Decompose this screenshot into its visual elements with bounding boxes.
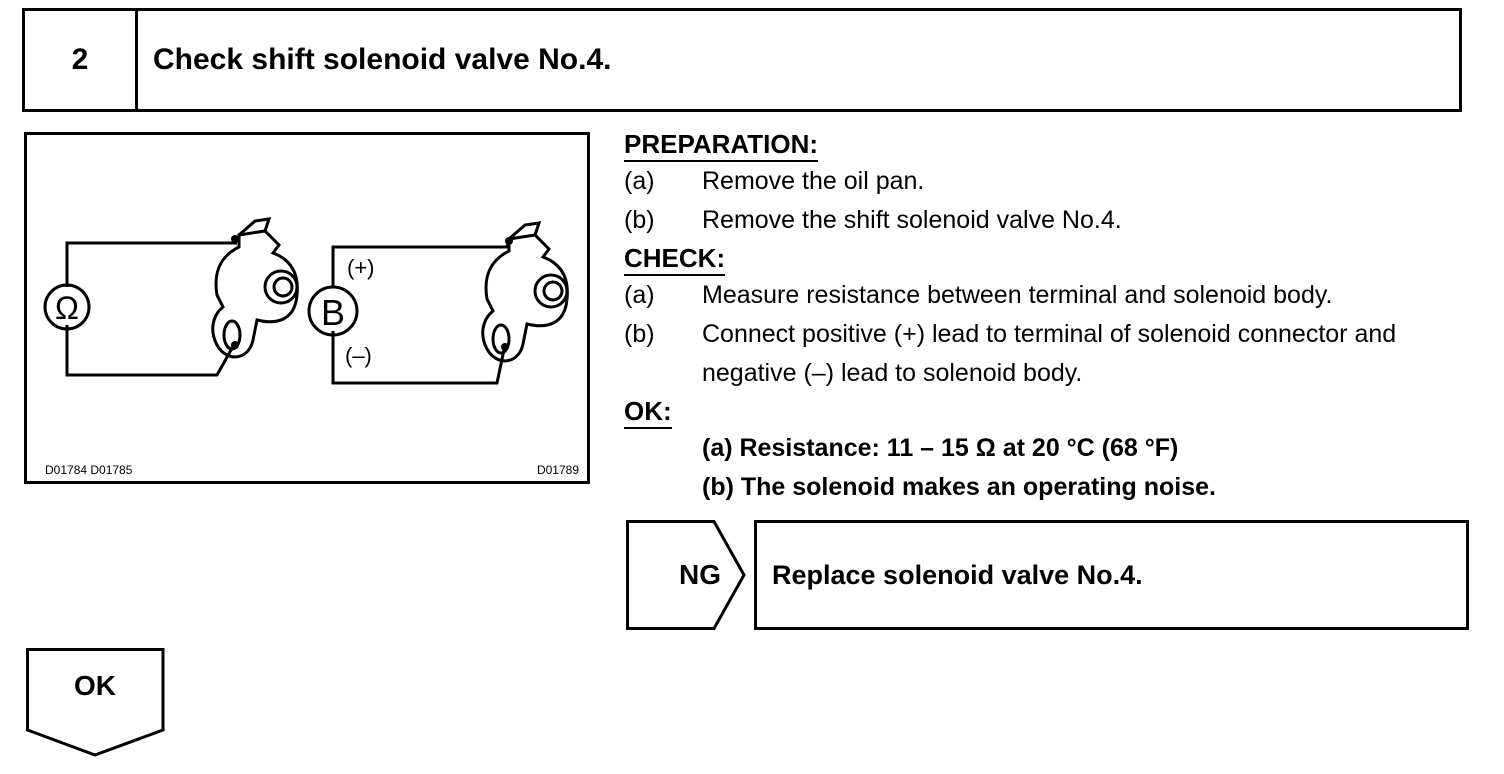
step-number: 2 bbox=[25, 11, 138, 109]
item-text: Measure resistance between terminal and … bbox=[702, 281, 1333, 309]
item-text: Remove the oil pan. bbox=[702, 167, 925, 195]
check-item: (b) Connect positive (+) lead to termina… bbox=[624, 315, 1484, 393]
check-item: (a) Measure resistance between terminal … bbox=[624, 276, 1484, 315]
ohmmeter-wire-bottom bbox=[65, 325, 237, 377]
figure-code-left: D01784 D01785 bbox=[45, 463, 133, 477]
battery-circle bbox=[307, 285, 359, 337]
ohmmeter-circle bbox=[43, 283, 91, 331]
item-text: Connect positive (+) lead to terminal of… bbox=[702, 320, 1397, 387]
step-header: 2 Check shift solenoid valve No.4. bbox=[22, 8, 1462, 112]
item-label: (b) bbox=[624, 206, 655, 234]
ohm-symbol: Ω bbox=[55, 290, 79, 326]
preparation-heading: PREPARATION: bbox=[624, 128, 819, 162]
circuit-illustration: Ω B (+) (–) bbox=[43, 217, 569, 385]
ng-action-text: Replace solenoid valve No.4. bbox=[772, 559, 1143, 590]
ohmmeter-wire-top bbox=[65, 241, 237, 287]
item-label: (a) bbox=[624, 167, 655, 195]
ok-arrow-label: OK bbox=[74, 670, 116, 701]
ok-arrow-shape bbox=[26, 648, 165, 757]
battery-symbol: B bbox=[321, 292, 345, 333]
item-text: Remove the shift solenoid valve No.4. bbox=[702, 206, 1122, 234]
left-solenoid-body bbox=[211, 229, 299, 359]
positive-label: (+) bbox=[347, 255, 375, 280]
preparation-item: (a) Remove the oil pan. bbox=[624, 162, 1484, 201]
ok-heading: OK: bbox=[624, 395, 672, 429]
step-title: Check shift solenoid valve No.4. bbox=[153, 43, 612, 76]
instructions: PREPARATION: (a) Remove the oil pan. (b)… bbox=[624, 126, 1484, 507]
solenoid-test-figure: Ω B (+) (–) D01784 D01785 D01789 bbox=[24, 132, 590, 484]
right-solenoid-body bbox=[481, 233, 569, 363]
preparation-item: (b) Remove the shift solenoid valve No.4… bbox=[624, 201, 1484, 240]
item-label: (a) bbox=[624, 281, 655, 309]
ng-result-box: NG Replace solenoid valve No.4. bbox=[626, 520, 1471, 630]
ng-label: NG bbox=[679, 559, 721, 590]
ok-arrow: OK bbox=[26, 648, 166, 758]
ng-action-frame bbox=[754, 520, 1469, 630]
item-label: (b) bbox=[624, 320, 655, 348]
negative-label: (–) bbox=[345, 343, 372, 368]
battery-wire-bottom bbox=[331, 331, 507, 385]
check-heading: CHECK: bbox=[624, 242, 726, 276]
ng-arrow-shape bbox=[626, 520, 746, 630]
ok-criterion: (b) The solenoid makes an operating nois… bbox=[702, 473, 1216, 501]
figure-code-right: D01789 bbox=[536, 463, 579, 477]
ok-criterion: (a) Resistance: 11 – 15 Ω at 20 °C (68 °… bbox=[702, 434, 1179, 462]
